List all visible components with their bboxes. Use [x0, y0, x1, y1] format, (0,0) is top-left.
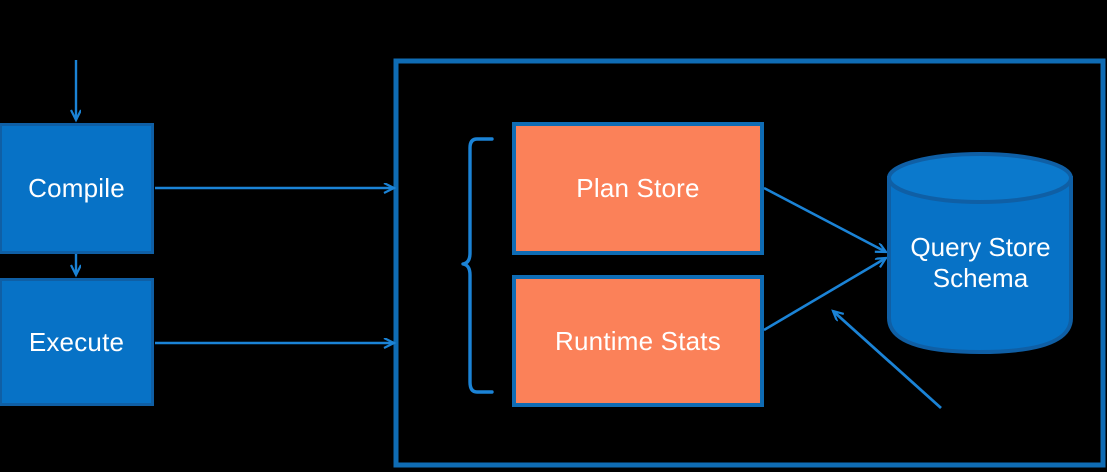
arrow-plan-store-to-schema — [763, 186, 886, 254]
node-compile[interactable]: Compile — [0, 123, 154, 254]
arrow-external-to-schema — [833, 311, 942, 410]
query-store-cylinder — [887, 152, 1073, 355]
grouping-brace — [461, 137, 494, 394]
node-execute-label: Execute — [28, 326, 125, 357]
node-execute[interactable]: Execute — [0, 278, 154, 406]
container-rect — [393, 58, 1106, 468]
node-plan-store[interactable]: Plan Store — [512, 122, 764, 255]
arrow-runtime-stats-to-schema — [763, 258, 886, 332]
node-query-store-schema-label-line1: Query Store — [910, 232, 1051, 262]
node-query-store-schema[interactable]: Query Store Schema — [889, 232, 1072, 294]
node-plan-store-label: Plan Store — [576, 173, 700, 204]
node-compile-label: Compile — [28, 173, 125, 204]
node-runtime-stats-label: Runtime Stats — [555, 325, 721, 356]
node-query-store-schema-label-line2: Schema — [932, 263, 1029, 294]
node-runtime-stats[interactable]: Runtime Stats — [512, 275, 764, 407]
